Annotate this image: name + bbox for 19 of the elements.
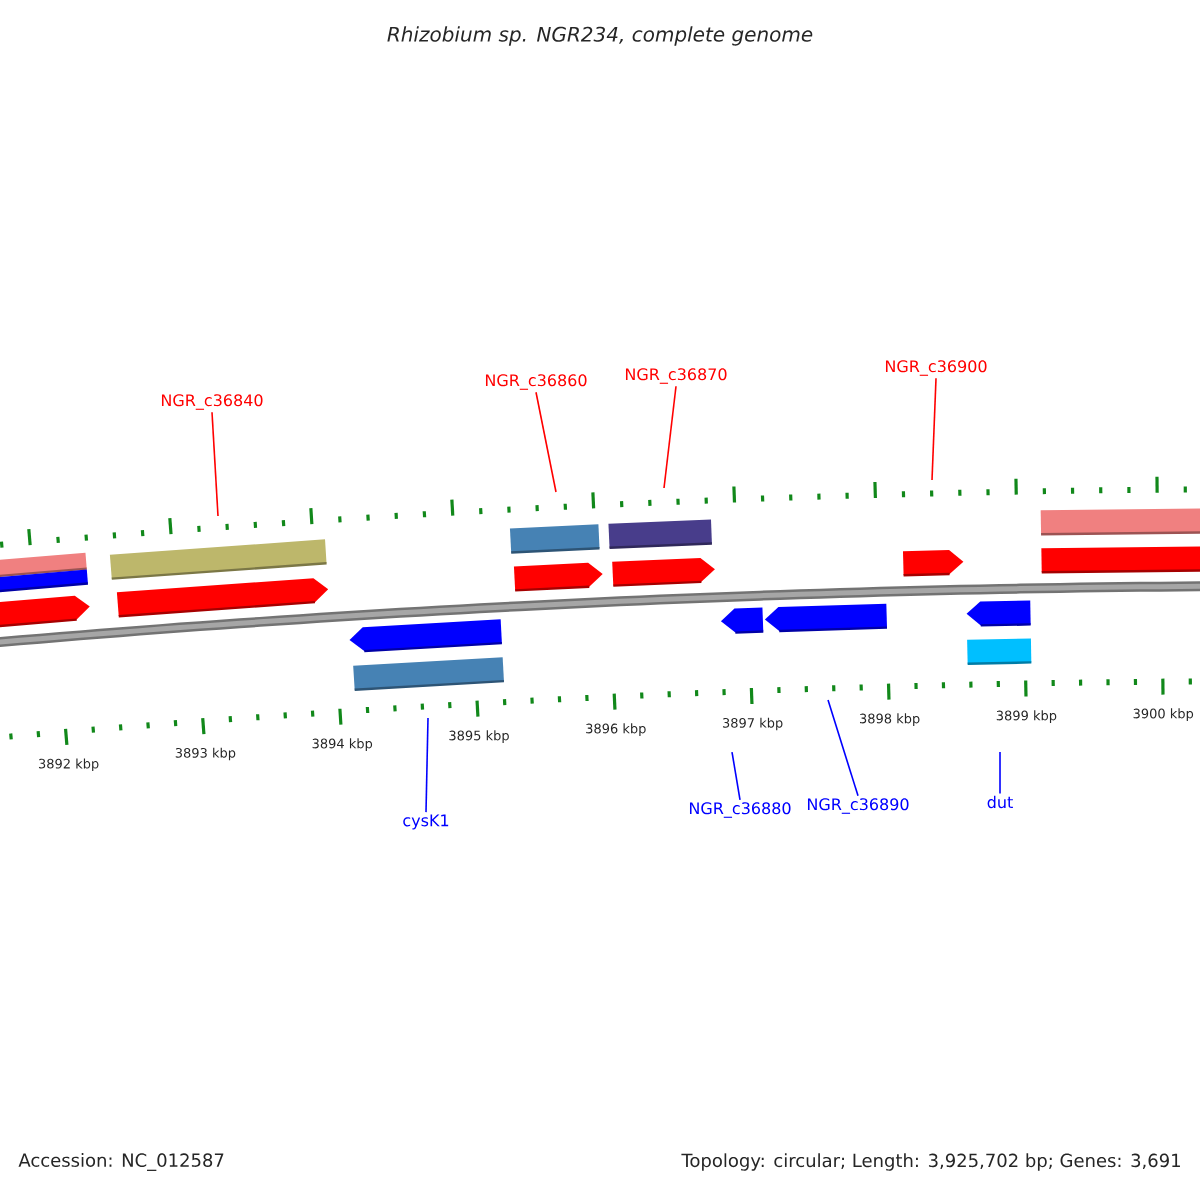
leader-line	[535, 391, 557, 493]
gene-label: NGR_c36900	[886, 360, 987, 376]
leader-line	[731, 751, 741, 801]
accession-text: Accession: NC_012587	[18, 1153, 224, 1171]
gene-label: NGR_c36890	[808, 798, 909, 814]
leader-line	[999, 751, 1001, 795]
leader-line	[931, 377, 937, 481]
genome-info-text: Topology: circular; Length: 3,925,702 bp; Genes: 3,691	[681, 1153, 1180, 1171]
gene-label: dut	[987, 795, 1013, 809]
leader-line	[663, 385, 677, 489]
gene-label: NGR_c36840	[162, 394, 263, 410]
title: Rhizobium sp. NGR234, complete genome	[387, 26, 813, 46]
gene-label: NGR_c36880	[690, 802, 791, 818]
leader-line	[211, 411, 219, 517]
leader-line	[425, 717, 429, 813]
gene-label: cysK1	[403, 814, 449, 830]
gene-label: NGR_c36870	[626, 368, 727, 384]
gene-label: NGR_c36860	[486, 374, 587, 390]
leader-line	[827, 699, 859, 797]
